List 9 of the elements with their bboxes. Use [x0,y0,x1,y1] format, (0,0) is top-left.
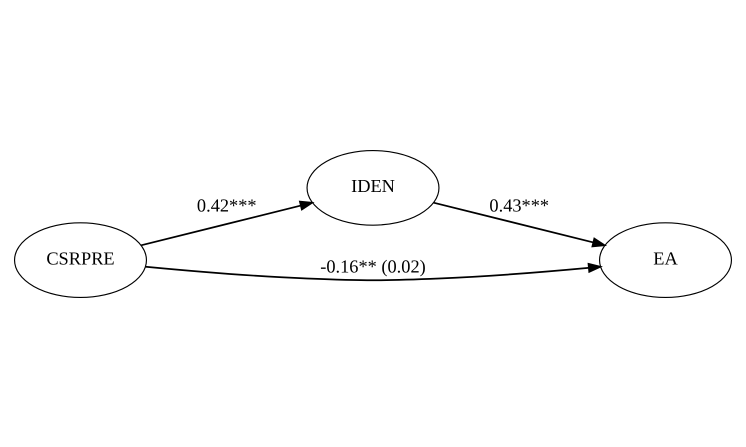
node-ellipse: EA [598,222,732,298]
arrow [433,201,608,247]
edge-label: 0.43*** [489,195,550,216]
arrow [146,262,603,281]
node-ellipse: IDEN [306,150,440,226]
arrow [140,200,315,246]
edge-label: -0.16** (0.02) [320,256,426,276]
node-ellipse: CSRPRE [14,222,148,298]
edge-label: 0.42*** [196,195,257,216]
